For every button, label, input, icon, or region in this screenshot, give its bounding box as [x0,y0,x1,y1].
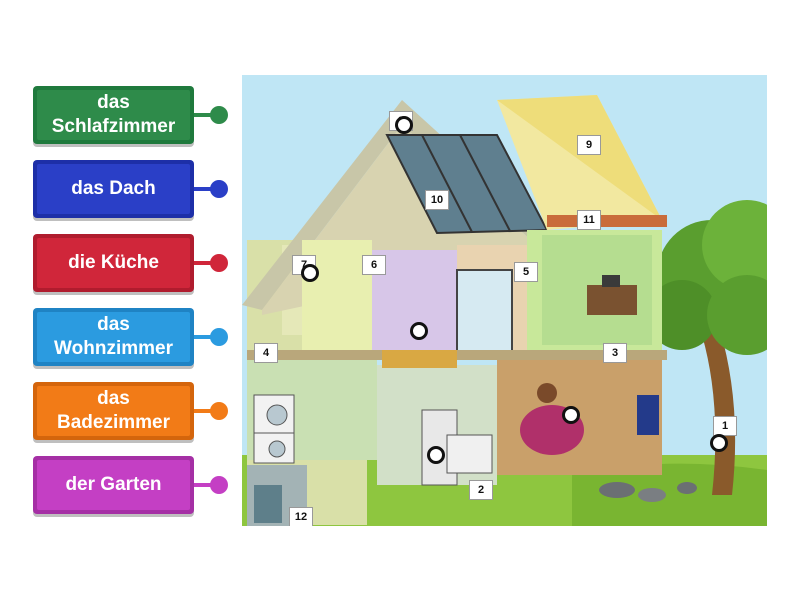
connector-line [194,409,220,413]
label-das-dach[interactable]: das Dach [33,160,194,218]
number-tag: 9 [577,135,601,155]
label-text: der Garten [65,474,162,495]
house-drawing [242,75,767,526]
connector-line [194,335,220,339]
drag-handle-dot[interactable] [210,328,228,346]
number-tag: 1 [713,416,737,436]
drop-target-pin[interactable] [427,446,445,464]
number-tag: 12 [289,507,313,526]
drop-target-pin[interactable] [301,264,319,282]
label-text: die Küche [68,252,159,273]
drag-handle-dot[interactable] [210,180,228,198]
label-die-kueche[interactable]: die Küche [33,234,194,292]
number-tag: 3 [603,343,627,363]
number-tag: 5 [514,262,538,282]
number-tag: 11 [577,210,601,230]
connector-line [194,483,220,487]
connector-line [194,261,220,265]
number-tag: 10 [425,190,449,210]
house-illustration: 1 2 3 4 5 6 7 8 9 10 11 12 [242,75,767,526]
drop-target-pin[interactable] [710,434,728,452]
label-text: das Dach [71,178,156,199]
drag-handle-dot[interactable] [210,402,228,420]
drop-target-pin[interactable] [395,116,413,134]
drop-target-pin[interactable] [562,406,580,424]
drag-handle-dot[interactable] [210,254,228,272]
connector-line [194,113,220,117]
drop-target-pin[interactable] [410,322,428,340]
label-der-garten[interactable]: der Garten [33,456,194,514]
number-tag: 4 [254,343,278,363]
number-tag: 6 [362,255,386,275]
drag-handle-dot[interactable] [210,106,228,124]
connector-line [194,187,220,191]
drag-handle-dot[interactable] [210,476,228,494]
number-tag: 2 [469,480,493,500]
